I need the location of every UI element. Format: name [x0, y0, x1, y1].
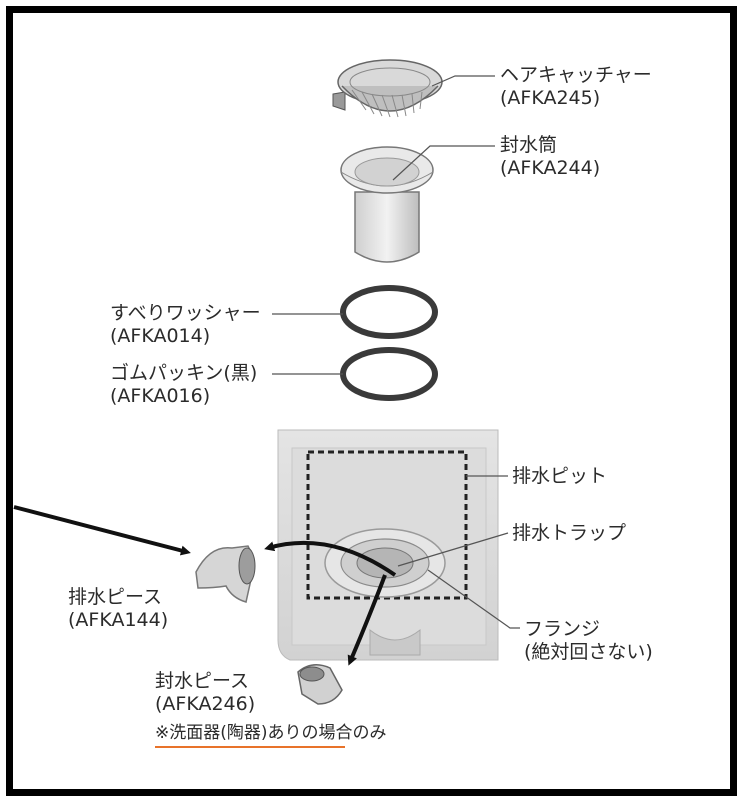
drain-pit-part [277, 429, 499, 661]
drain-piece-code: (AFKA144) [68, 609, 169, 631]
hair-catcher-name: ヘアキャッチャー [500, 64, 652, 86]
flange-name: フランジ [524, 618, 601, 640]
drain-piece-name: 排水ピース [68, 586, 163, 608]
seal-cylinder-code: (AFKA244) [500, 157, 601, 179]
seal-piece-code: (AFKA246) [155, 693, 256, 715]
slip-washer-name: すべりワッシャー [110, 302, 261, 324]
removal-arrows [13, 505, 397, 666]
flange-note: (絶対回さない) [524, 641, 653, 663]
drain-piece-part [195, 545, 256, 603]
flange-label: フランジ (絶対回さない) [524, 618, 653, 664]
seal-piece-part [297, 664, 343, 705]
seal-piece-label: 封水ピース (AFKA246) [155, 670, 255, 716]
hair-catcher-part [332, 59, 443, 118]
rubber-packing-part [340, 347, 438, 401]
footnote-underline [155, 746, 345, 748]
slip-washer-code: (AFKA014) [110, 325, 211, 347]
footnote: ※洗面器(陶器)ありの場合のみ [155, 723, 387, 743]
rubber-packing-code: (AFKA016) [110, 385, 211, 407]
drain-pit-outline [306, 450, 468, 600]
rubber-packing-name: ゴムパッキン(黒) [110, 362, 258, 384]
slip-washer-label: すべりワッシャー (AFKA014) [110, 302, 261, 348]
drain-pit-label: 排水ピット [512, 465, 607, 488]
hair-catcher-label: ヘアキャッチャー (AFKA245) [500, 64, 652, 110]
seal-cylinder-label: 封水筒 (AFKA244) [500, 134, 600, 180]
slip-washer-part [340, 285, 438, 339]
hair-catcher-code: (AFKA245) [500, 87, 601, 109]
diagram-frame [6, 6, 737, 796]
seal-cylinder-name: 封水筒 [500, 134, 558, 156]
drain-pit-name: 排水ピット [512, 465, 608, 487]
leader-lines [272, 75, 520, 629]
drain-trap-name: 排水トラップ [512, 522, 627, 544]
rubber-packing-label: ゴムパッキン(黒) (AFKA016) [110, 362, 257, 408]
seal-piece-name: 封水ピース [155, 670, 250, 692]
drain-piece-label: 排水ピース (AFKA144) [68, 586, 168, 632]
drain-trap-label: 排水トラップ [512, 522, 626, 545]
seal-cylinder-part [340, 146, 434, 263]
